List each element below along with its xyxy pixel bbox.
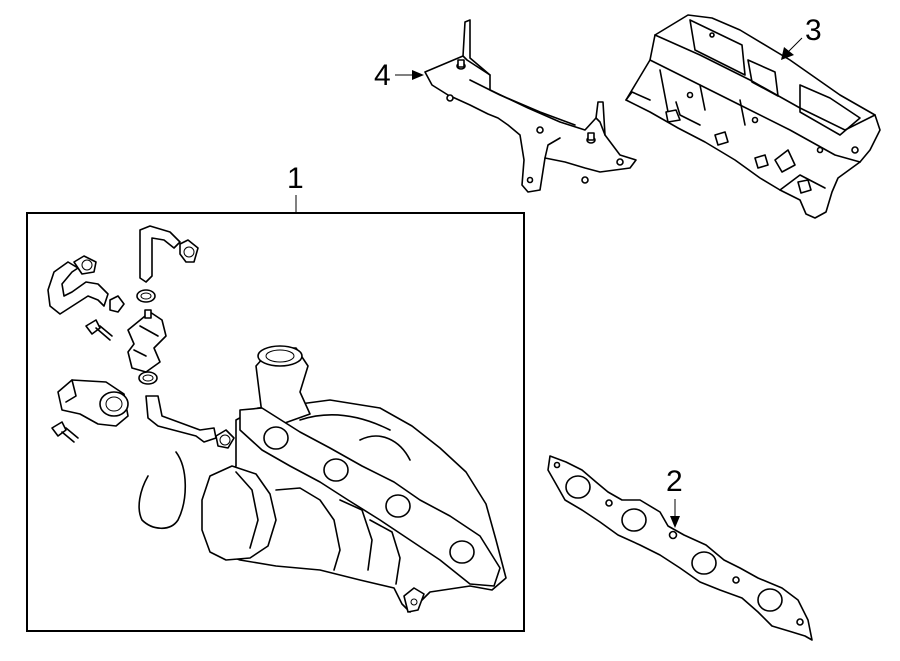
callout-label-3: 3 <box>805 14 822 47</box>
callout-2: 2 <box>666 465 683 528</box>
callout-label-1: 1 <box>287 162 304 195</box>
manifold-gasket-icon <box>547 455 813 641</box>
assembly-box <box>26 212 525 632</box>
callout-4: 4 <box>374 59 424 92</box>
turbocharger-assembly-icon <box>47 225 507 613</box>
heat-shield-icon <box>625 14 881 219</box>
support-bracket-icon <box>424 19 637 193</box>
callout-1: 1 <box>287 162 304 213</box>
callout-3: 3 <box>781 14 822 60</box>
callout-label-4: 4 <box>374 59 391 92</box>
callout-label-2: 2 <box>666 465 683 498</box>
